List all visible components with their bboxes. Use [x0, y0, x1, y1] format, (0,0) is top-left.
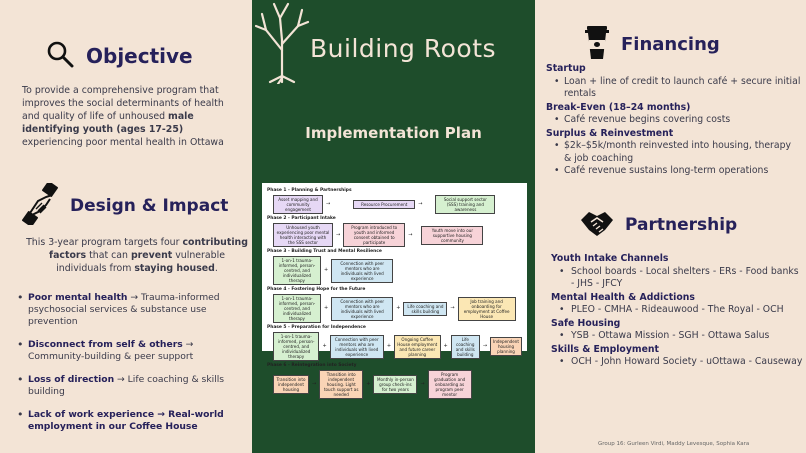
magnifying-glass-icon: [46, 40, 74, 72]
phase-title: Phase 3 - Building Trust and Mental Resi…: [267, 249, 382, 254]
implementation-plan-title: Implementation Plan: [305, 124, 482, 142]
implementation-plan-diagram: Phase 1 - Planning & Partnerships Asset …: [262, 183, 527, 399]
phase-box: Connection with peer mentors who are ind…: [331, 258, 394, 283]
arrow-icon: →: [482, 343, 488, 349]
financing-heading: Financing: [621, 33, 720, 55]
financing-section: Startup Loan + line of credit to launch …: [546, 62, 801, 178]
arrow-icon: +: [386, 343, 392, 349]
phase-row: 1-on-1 trauma-informed, person-centred, …: [273, 294, 522, 323]
coffee-cup-icon: [585, 24, 609, 64]
phase-row: 1-on-1 trauma-informed, person-centred, …: [273, 256, 522, 285]
arrow-icon: +: [322, 343, 327, 349]
financing-subheading: Break-Even (18–24 months): [546, 101, 691, 113]
phase-row: Asset mapping and community engagement →…: [273, 195, 522, 214]
group-credits: Group 16: Gurleen Virdi, Maddy Levesque,…: [598, 441, 750, 447]
list-item: PLEO - CMHA - Rideauwood - The Royal - O…: [559, 304, 803, 317]
list-item: OCH - John Howard Society - uOttawa - Ca…: [559, 356, 803, 369]
partnership-header: Partnership: [579, 208, 737, 242]
objective-text: To provide a comprehensive program that …: [22, 85, 224, 148]
right-column: Financing Startup Loan + line of credit …: [535, 0, 806, 453]
partnership-subheading: Safe Housing: [551, 317, 621, 329]
list-item: Poor mental health → Trauma-informed psy…: [16, 292, 248, 328]
phase-row: Transition into independent housing → Tr…: [273, 370, 522, 399]
phase-box: 1-on-1 trauma-informed, person-centred, …: [273, 294, 321, 323]
partnership-section: Youth Intake Channels School boards - Lo…: [551, 252, 803, 369]
phase-box: Program graduation and onboarding as pro…: [427, 370, 472, 399]
financing-header: Financing: [585, 24, 720, 64]
contributing-factors-list: Poor mental health → Trauma-informed psy…: [16, 292, 248, 444]
list-item: Loan + line of credit to launch café + s…: [554, 76, 801, 101]
arrow-icon: +: [396, 305, 401, 311]
phase-box: 1-on-1 trauma-informed, person-centred, …: [273, 332, 320, 361]
phase-box: Monthly in-person group check-ins for tw…: [373, 375, 418, 394]
list-item: Café revenue begins covering costs: [554, 114, 801, 127]
list-item: YSB - Ottawa Mission - SGH - Ottawa Salu…: [559, 330, 803, 343]
phase-box: Resource Procurement: [353, 200, 416, 209]
center-column: Building Roots Implementation Plan Phase…: [252, 0, 535, 453]
arrow-icon: →: [312, 381, 317, 387]
arrow-icon: →: [450, 305, 455, 311]
objective-header: Objective: [46, 40, 193, 72]
handshake-icon: [579, 208, 615, 242]
handshake-icon: [22, 181, 60, 229]
phase-row: 1-on-1 trauma-informed, person-centred, …: [273, 332, 522, 361]
phase-title: Phase 5 - Preparation for Independence: [267, 325, 366, 330]
partnership-heading: Partnership: [625, 215, 738, 235]
arrow-icon: +: [324, 305, 329, 311]
phase-box: Transition into independent housing: [273, 375, 309, 394]
arrow-icon: +: [443, 343, 448, 349]
phase-box: Connection with peer mentors who are ind…: [329, 334, 384, 359]
phase-box: Youth move into our supportive housing c…: [421, 225, 484, 245]
design-impact-heading: Design & Impact: [70, 196, 229, 216]
phase-box: Independent housing planning: [490, 337, 522, 356]
phase-box: Unhoused youth experiencing poor mental …: [273, 223, 333, 247]
left-column: Objective To provide a comprehensive pro…: [0, 0, 252, 453]
partnership-subheading: Skills & Employment: [551, 343, 659, 355]
arrow-icon: →: [418, 201, 423, 207]
arrow-icon: →: [420, 381, 425, 387]
phase-box: Life coaching and skills building: [450, 334, 480, 359]
phase-row: Unhoused youth experiencing poor mental …: [273, 223, 522, 247]
list-item: School boards - Local shelters - ERs - F…: [559, 266, 803, 291]
financing-subheading: Startup: [546, 63, 586, 74]
phase-box: 1-on-1 trauma-informed, person-centred, …: [273, 256, 321, 285]
list-item: Disconnect from self & others → Communit…: [16, 339, 248, 363]
phase-box: Social support sector (SSS) training and…: [435, 195, 496, 214]
arrow-icon: +: [366, 381, 371, 387]
phase-box: Transition into independent housing. Lig…: [319, 370, 364, 399]
arrow-icon: →: [326, 201, 331, 207]
arrow-icon: →: [336, 231, 341, 238]
phase-box: Ongoing Coffee House employment and futu…: [394, 334, 441, 359]
design-impact-header: Design & Impact: [22, 181, 229, 229]
arrow-icon: +: [324, 267, 329, 273]
partnership-subheading: Youth Intake Channels: [551, 253, 669, 264]
financing-subheading: Surplus & Reinvestment: [546, 127, 674, 139]
list-item: Lack of work experience → Real-world emp…: [16, 409, 248, 433]
phase-box: Connection with peer mentors who are ind…: [331, 296, 394, 321]
partnership-subheading: Mental Health & Addictions: [551, 291, 695, 303]
phase-title: Phase 1 - Planning & Partnerships: [267, 188, 352, 193]
tree-icon: [252, 0, 312, 88]
phase-title: Phase 6 - Reintegration into Society: [267, 363, 357, 368]
phase-box: Program introduced to youth and informed…: [343, 223, 406, 247]
arrow-icon: →: [408, 231, 413, 238]
phase-box: Life coaching and skills building: [403, 301, 448, 316]
phase-title: Phase 4 - Fostering Hope for the Future: [267, 287, 366, 292]
list-item: Loss of direction → Life coaching & skil…: [16, 374, 248, 398]
phase-title: Phase 2 - Participant Intake: [267, 216, 336, 221]
design-impact-text: This 3-year program targets four contrib…: [26, 237, 248, 274]
list-item: $2k–$5k/month reinvested into housing, t…: [554, 140, 801, 165]
phase-box: Job training and onboarding for employme…: [457, 296, 516, 321]
objective-heading: Objective: [86, 44, 193, 68]
phase-box: Asset mapping and community engagement: [273, 195, 323, 214]
list-item: Café revenue sustains long-term operatio…: [554, 165, 801, 178]
page-title: Building Roots: [310, 34, 497, 63]
